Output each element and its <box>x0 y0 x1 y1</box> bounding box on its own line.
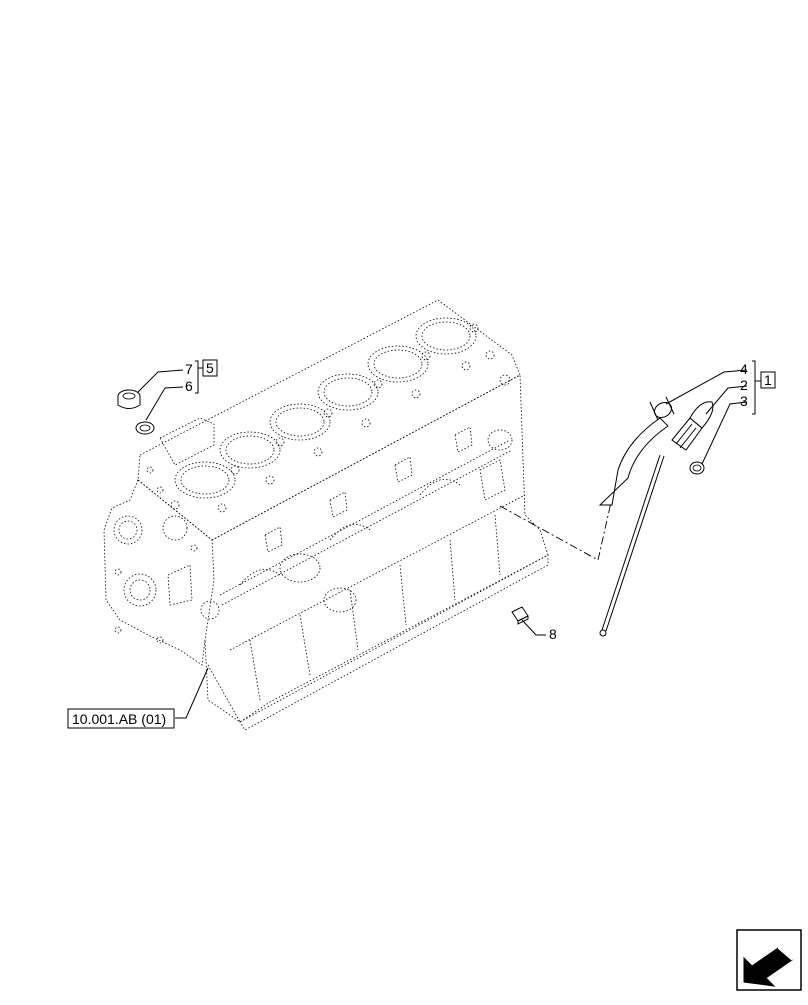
next-page-arrow-icon[interactable] <box>736 929 802 991</box>
reference-link[interactable]: 10.001.AB (01) <box>72 711 166 727</box>
callout-6: 6 <box>185 378 193 394</box>
dipstick-o-ring <box>689 461 705 475</box>
callout-8: 8 <box>549 626 557 642</box>
plug <box>117 389 141 409</box>
group-box-5 <box>202 359 218 377</box>
callout-1: 1 <box>764 372 772 388</box>
leader-lines <box>137 360 761 719</box>
callout-3: 3 <box>740 393 748 409</box>
dipstick-guide-line <box>499 497 613 561</box>
reference-box[interactable] <box>67 708 175 729</box>
callout-2: 2 <box>740 377 748 393</box>
dipstick <box>599 401 714 637</box>
callout-5: 5 <box>206 360 214 376</box>
dipstick-tube <box>598 396 675 506</box>
callout-4: 4 <box>740 361 748 377</box>
seal-ring <box>135 421 155 435</box>
callout-7: 7 <box>185 361 193 377</box>
engine-block <box>103 299 549 731</box>
pin <box>511 606 529 625</box>
group-box-1 <box>760 371 776 389</box>
